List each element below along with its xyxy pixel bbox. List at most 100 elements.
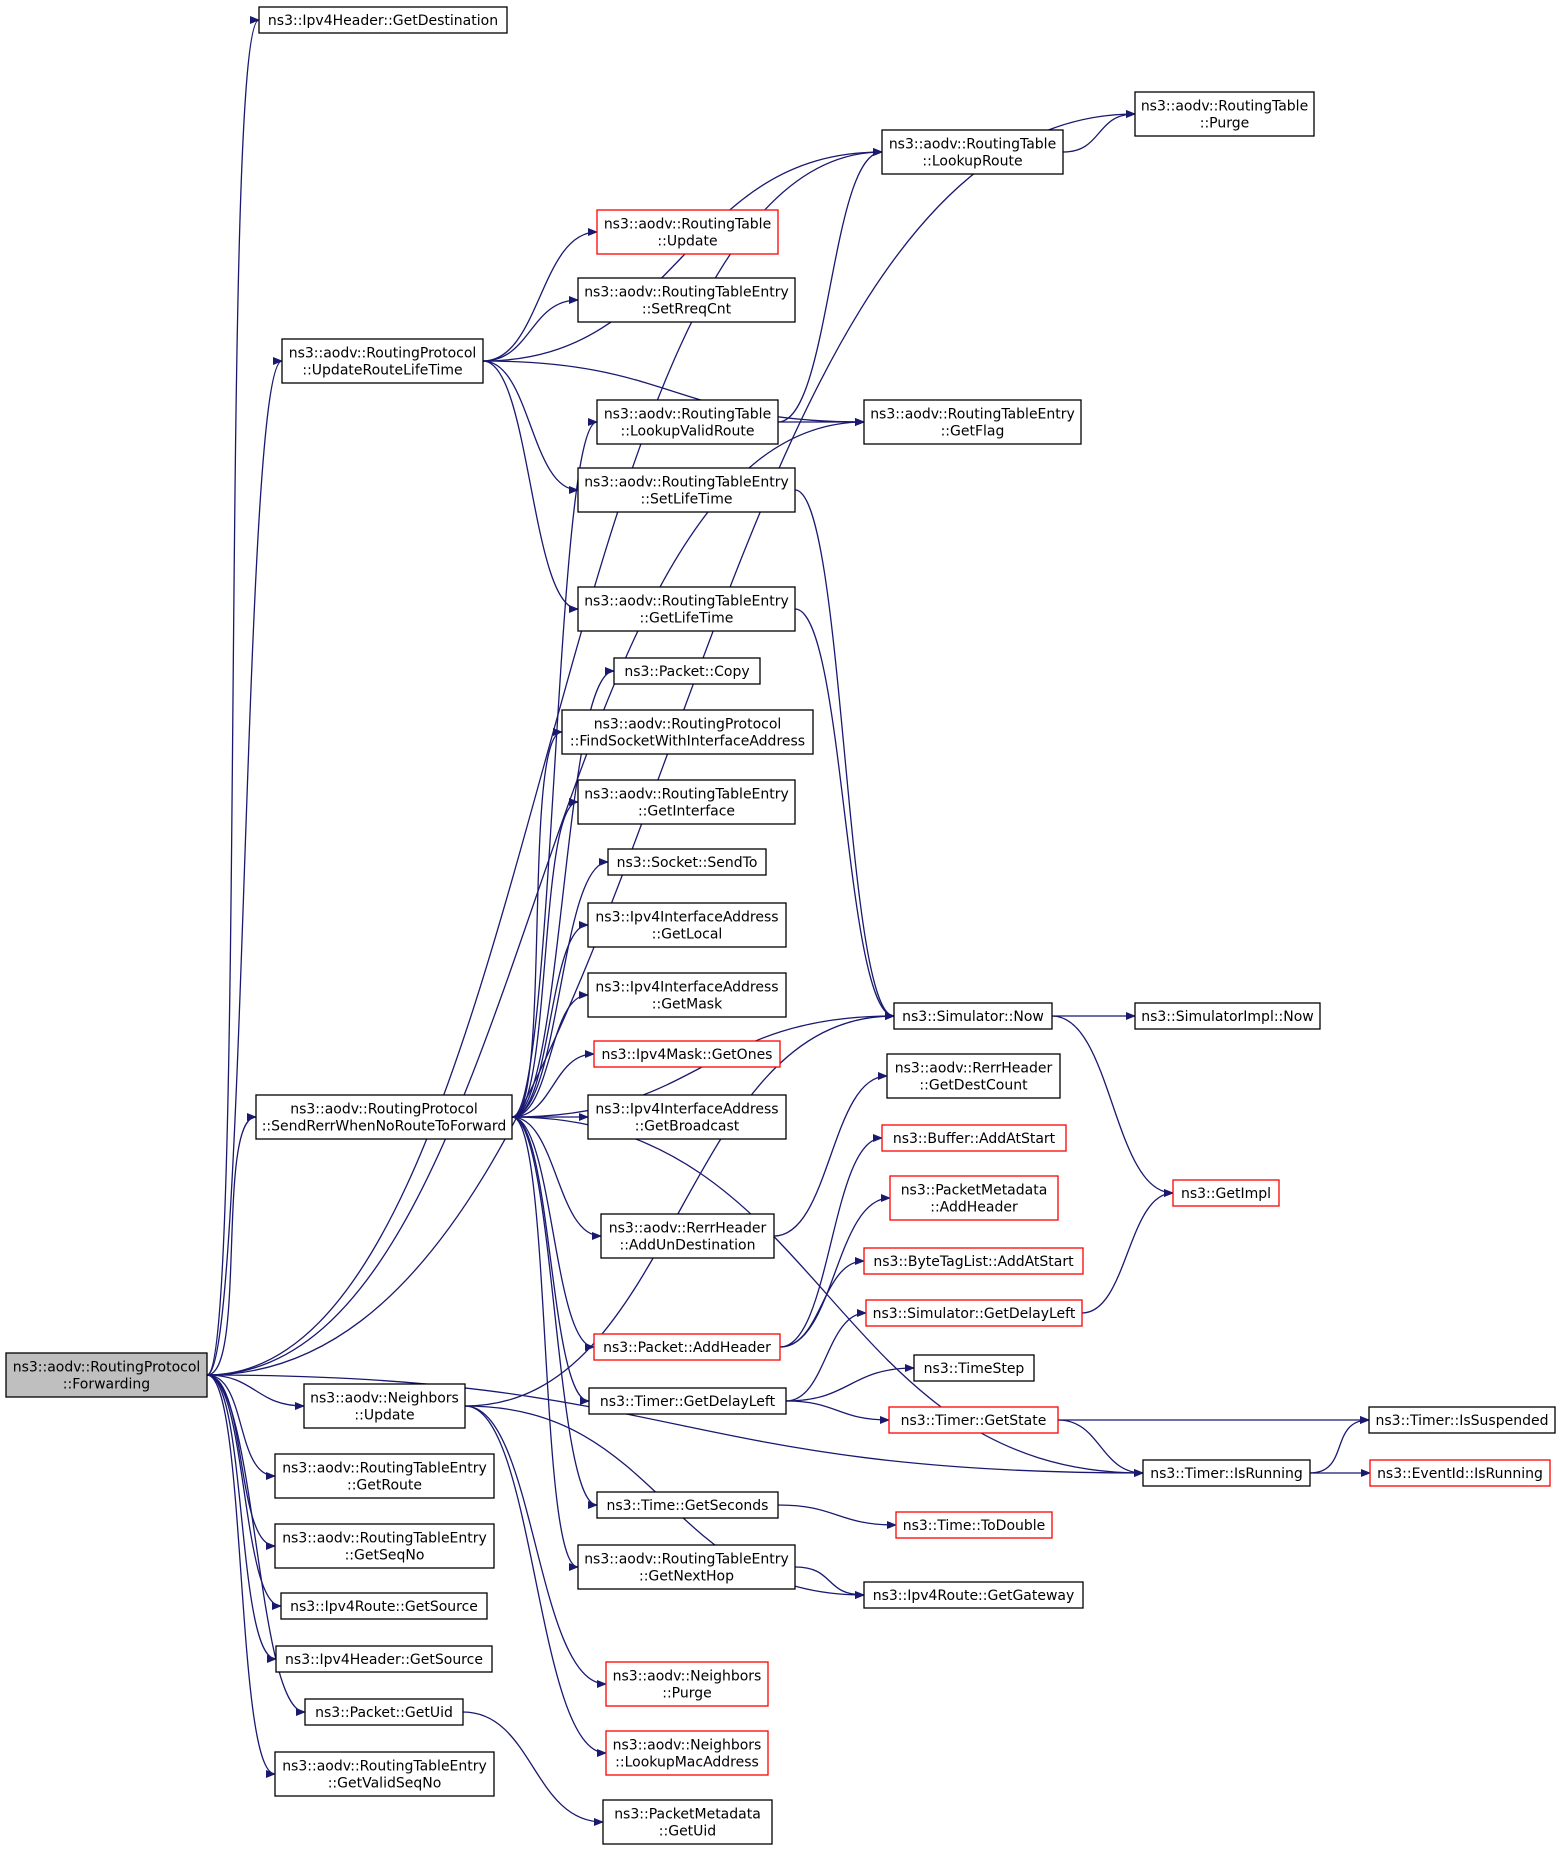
node-rerr-getdest[interactable]: ns3::aodv::RerrHeader::GetDestCount bbox=[886, 1053, 1061, 1099]
node-rt-purge-label-0: ns3::aodv::RoutingTable bbox=[1141, 99, 1308, 115]
node-rte-getlife-label-1: ::GetLifeTime bbox=[640, 611, 734, 627]
node-rte-getflag-label-1: ::GetFlag bbox=[941, 424, 1005, 440]
node-rte-setlife-label-0: ns3::aodv::RoutingTableEntry bbox=[584, 475, 789, 491]
node-pm-addheader-label-0: ns3::PacketMetadata bbox=[901, 1183, 1048, 1199]
node-ifa-getlocal-label-1: ::GetLocal bbox=[652, 927, 723, 943]
node-timer-getdelay-box bbox=[588, 1387, 787, 1415]
node-rte-setlife[interactable]: ns3::aodv::RoutingTableEntry::SetLifeTim… bbox=[577, 467, 796, 513]
node-timer-getstate-label-0: ns3::Timer::GetState bbox=[901, 1413, 1047, 1429]
node-hdr-getsrc[interactable]: ns3::Ipv4Header::GetSource bbox=[275, 1645, 493, 1673]
node-pm-addheader-box bbox=[889, 1175, 1059, 1221]
node-ifa-getlocal[interactable]: ns3::Ipv4InterfaceAddress::GetLocal bbox=[587, 902, 787, 948]
edge-nb-update-to-nb-purge bbox=[464, 1405, 607, 1688]
node-mask-getones[interactable]: ns3::Ipv4Mask::GetOnes bbox=[593, 1040, 781, 1068]
edge-rte-getlife-to-sim-now bbox=[794, 608, 895, 1020]
node-pkt-addheader-box bbox=[593, 1333, 781, 1361]
node-sim-getdelayleft-box bbox=[865, 1299, 1083, 1327]
node-rp-findsocket[interactable]: ns3::aodv::RoutingProtocol::FindSocketWi… bbox=[561, 709, 814, 755]
node-timer-getstate[interactable]: ns3::Timer::GetState bbox=[888, 1406, 1059, 1434]
node-rte-getiface[interactable]: ns3::aodv::RoutingTableEntry::GetInterfa… bbox=[577, 779, 796, 825]
edge-timer-getdelay-to-sim-getdelayleft bbox=[785, 1309, 867, 1402]
node-ipv4-get-dest[interactable]: ns3::Ipv4Header::GetDestination bbox=[258, 6, 508, 34]
edge-rp-sendrerr-to-rerr-addun bbox=[511, 1116, 602, 1240]
node-time-todouble[interactable]: ns3::Time::ToDouble bbox=[895, 1511, 1053, 1539]
edge-forwarding-to-nb-update bbox=[206, 1374, 305, 1410]
node-rt-lookup[interactable]: ns3::aodv::RoutingTable::LookupRoute bbox=[881, 129, 1064, 175]
node-rt-lookupvalid-label-0: ns3::aodv::RoutingTable bbox=[604, 407, 771, 423]
node-rerr-addun-box bbox=[600, 1213, 775, 1259]
node-route-getgw-label-0: ns3::Ipv4Route::GetGateway bbox=[873, 1588, 1075, 1604]
node-nb-lookupmac-label-1: ::LookupMacAddress bbox=[615, 1755, 759, 1771]
node-nb-lookupmac[interactable]: ns3::aodv::Neighbors::LookupMacAddress bbox=[605, 1730, 769, 1776]
node-pm-addheader[interactable]: ns3::PacketMetadata::AddHeader bbox=[889, 1175, 1059, 1221]
node-route-getsrc[interactable]: ns3::Ipv4Route::GetSource bbox=[280, 1592, 488, 1620]
node-rp-updatelife[interactable]: ns3::aodv::RoutingProtocol::UpdateRouteL… bbox=[281, 338, 484, 384]
node-rte-getroute[interactable]: ns3::aodv::RoutingTableEntry::GetRoute bbox=[274, 1453, 495, 1499]
node-pkt-copy[interactable]: ns3::Packet::Copy bbox=[613, 657, 761, 685]
node-rte-setrreqcnt-label-1: ::SetRreqCnt bbox=[642, 302, 732, 318]
node-rte-getnexthop[interactable]: ns3::aodv::RoutingTableEntry::GetNextHop bbox=[577, 1544, 796, 1590]
node-nb-lookupmac-label-0: ns3::aodv::Neighbors bbox=[613, 1738, 762, 1754]
node-rp-sendrerr[interactable]: ns3::aodv::RoutingProtocol::SendRerrWhen… bbox=[255, 1094, 513, 1140]
node-rte-getseqno[interactable]: ns3::aodv::RoutingTableEntry::GetSeqNo bbox=[274, 1523, 495, 1569]
node-sim-now[interactable]: ns3::Simulator::Now bbox=[893, 1002, 1053, 1030]
node-buf-addatstart[interactable]: ns3::Buffer::AddAtStart bbox=[881, 1124, 1067, 1152]
edge-forwarding-to-timer-isrunning bbox=[206, 1374, 1144, 1477]
edge-rp-sendrerr-to-pkt-copy bbox=[511, 667, 615, 1118]
node-eventid-isrunning[interactable]: ns3::EventId::IsRunning bbox=[1369, 1459, 1551, 1487]
edge-nb-update-to-nb-lookupmac bbox=[464, 1405, 607, 1757]
node-rte-getroute-label-0: ns3::aodv::RoutingTableEntry bbox=[282, 1461, 487, 1477]
node-rp-findsocket-label-0: ns3::aodv::RoutingProtocol bbox=[594, 717, 782, 733]
node-timestep[interactable]: ns3::TimeStep bbox=[913, 1354, 1035, 1382]
edge-rp-sendrerr-to-rte-getiface bbox=[511, 798, 579, 1118]
edge-pkt-getuid-to-pm-getuid bbox=[462, 1711, 604, 1826]
node-rt-lookupvalid[interactable]: ns3::aodv::RoutingTable::LookupValidRout… bbox=[596, 399, 779, 445]
node-nb-purge[interactable]: ns3::aodv::Neighbors::Purge bbox=[605, 1661, 769, 1707]
node-timestep-label-0: ns3::TimeStep bbox=[924, 1361, 1025, 1377]
node-pkt-getuid[interactable]: ns3::Packet::GetUid bbox=[304, 1698, 464, 1726]
node-route-getgw[interactable]: ns3::Ipv4Route::GetGateway bbox=[863, 1581, 1084, 1609]
node-simimpl-now[interactable]: ns3::SimulatorImpl::Now bbox=[1134, 1002, 1321, 1030]
node-timer-getstate-box bbox=[888, 1406, 1059, 1434]
node-pkt-addheader[interactable]: ns3::Packet::AddHeader bbox=[593, 1333, 781, 1361]
node-nb-purge-label-1: ::Purge bbox=[662, 1686, 712, 1702]
node-pm-getuid[interactable]: ns3::PacketMetadata::GetUid bbox=[602, 1799, 773, 1845]
node-rte-getseqno-label-1: ::GetSeqNo bbox=[345, 1548, 425, 1564]
node-eventid-isrunning-label-0: ns3::EventId::IsRunning bbox=[1377, 1466, 1543, 1482]
node-rt-update[interactable]: ns3::aodv::RoutingTable::Update bbox=[596, 209, 779, 255]
node-time-getsec[interactable]: ns3::Time::GetSeconds bbox=[596, 1491, 779, 1519]
node-rp-sendrerr-label-0: ns3::aodv::RoutingProtocol bbox=[290, 1102, 478, 1118]
edge-rp-sendrerr-to-ifa-getlocal bbox=[511, 921, 589, 1118]
node-timer-getdelay[interactable]: ns3::Timer::GetDelayLeft bbox=[588, 1387, 787, 1415]
node-sim-getdelayleft[interactable]: ns3::Simulator::GetDelayLeft bbox=[865, 1299, 1083, 1327]
node-rte-getvalidseq-box bbox=[274, 1751, 495, 1797]
node-btl-addatstart[interactable]: ns3::ByteTagList::AddAtStart bbox=[863, 1247, 1084, 1275]
edge-rp-updatelife-to-rte-getlife bbox=[482, 360, 579, 613]
edges-layer bbox=[206, 16, 1371, 1826]
node-rte-setrreqcnt[interactable]: ns3::aodv::RoutingTableEntry::SetRreqCnt bbox=[577, 277, 796, 323]
node-ifa-getbcast[interactable]: ns3::Ipv4InterfaceAddress::GetBroadcast bbox=[587, 1094, 787, 1140]
node-timer-issusp[interactable]: ns3::Timer::IsSuspended bbox=[1368, 1406, 1556, 1434]
node-ifa-getlocal-label-0: ns3::Ipv4InterfaceAddress bbox=[595, 910, 778, 926]
node-nb-update-label-0: ns3::aodv::Neighbors bbox=[310, 1391, 459, 1407]
node-rp-findsocket-box bbox=[561, 709, 814, 755]
edge-rp-updatelife-to-rte-setrreqcnt bbox=[482, 296, 579, 362]
node-timer-isrunning[interactable]: ns3::Timer::IsRunning bbox=[1142, 1459, 1311, 1487]
node-sim-now-label-0: ns3::Simulator::Now bbox=[902, 1009, 1044, 1025]
edge-timer-getdelay-to-timer-getstate bbox=[785, 1400, 890, 1424]
node-mask-getones-box bbox=[593, 1040, 781, 1068]
node-ifa-getmask[interactable]: ns3::Ipv4InterfaceAddress::GetMask bbox=[587, 972, 787, 1018]
node-nb-update[interactable]: ns3::aodv::Neighbors::Update bbox=[303, 1383, 466, 1429]
node-get-impl[interactable]: ns3::GetImpl bbox=[1172, 1179, 1280, 1207]
node-rt-purge[interactable]: ns3::aodv::RoutingTable::Purge bbox=[1134, 91, 1315, 137]
node-rte-getlife[interactable]: ns3::aodv::RoutingTableEntry::GetLifeTim… bbox=[577, 586, 796, 632]
node-sock-sendto[interactable]: ns3::Socket::SendTo bbox=[607, 848, 767, 876]
edge-forwarding-to-rt-lookup bbox=[206, 148, 883, 1376]
edge-timer-isrunning-to-timer-issusp bbox=[1309, 1416, 1370, 1474]
node-get-impl-label-0: ns3::GetImpl bbox=[1181, 1186, 1271, 1202]
node-rerr-addun[interactable]: ns3::aodv::RerrHeader::AddUnDestination bbox=[600, 1213, 775, 1259]
node-rte-getflag[interactable]: ns3::aodv::RoutingTableEntry::GetFlag bbox=[863, 399, 1082, 445]
node-rte-getseqno-label-0: ns3::aodv::RoutingTableEntry bbox=[282, 1531, 487, 1547]
node-buf-addatstart-box bbox=[881, 1124, 1067, 1152]
node-rte-getvalidseq[interactable]: ns3::aodv::RoutingTableEntry::GetValidSe… bbox=[274, 1751, 495, 1797]
